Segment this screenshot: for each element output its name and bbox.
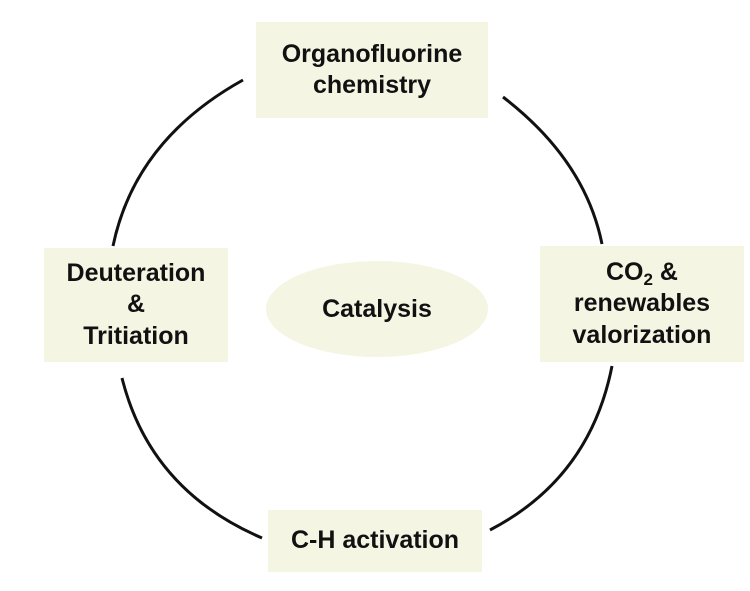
node-organofluorine-chemistry: Organofluorine chemistry bbox=[256, 22, 488, 118]
center-catalysis: Catalysis bbox=[266, 261, 488, 357]
ampersand-text: & bbox=[652, 258, 678, 287]
co-text: CO bbox=[606, 258, 644, 287]
node-ch-activation: C-H activation bbox=[268, 510, 482, 572]
arc-top-left bbox=[111, 78, 244, 247]
arc-bottom-right bbox=[489, 365, 614, 532]
node-bottom-line1: C-H activation bbox=[290, 526, 460, 555]
node-right-line3: valorization bbox=[572, 320, 712, 349]
node-top-line2: chemistry bbox=[312, 71, 432, 99]
node-co2-renewables-valorization: CO2 & renewables valorization bbox=[540, 246, 744, 362]
node-right-line2: renewables bbox=[573, 289, 711, 318]
arc-top-right bbox=[502, 95, 604, 245]
arc-bottom-left bbox=[120, 377, 263, 540]
node-left-line3: Tritiation bbox=[83, 321, 189, 350]
node-left-line2: & bbox=[126, 290, 146, 319]
center-label: Catalysis bbox=[322, 294, 432, 323]
node-top-line1: Organofluorine bbox=[281, 39, 463, 68]
subscript-2: 2 bbox=[643, 270, 653, 290]
node-deuteration-tritiation: Deuteration & Tritiation bbox=[44, 248, 228, 362]
node-right-line1: CO2 & bbox=[573, 257, 712, 288]
node-left-line1: Deuteration bbox=[66, 259, 206, 288]
